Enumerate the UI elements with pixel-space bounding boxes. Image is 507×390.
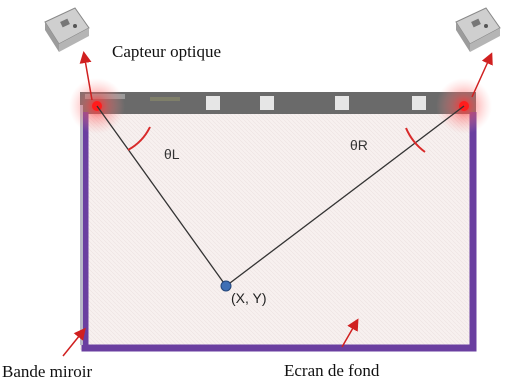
touch-point <box>220 280 232 292</box>
right-sight-line <box>225 105 465 287</box>
angle-arc-left <box>127 126 151 151</box>
sensor-arrow-left <box>79 51 93 101</box>
mirror-strip-frame <box>81 112 477 352</box>
left-sight-line <box>96 105 227 287</box>
mirror-strip-label: Bande miroir <box>2 362 93 381</box>
mirror-arrow <box>62 327 86 357</box>
touch-point-label: (X, Y) <box>231 290 267 306</box>
screen-arrow <box>341 318 359 348</box>
camera-sensor-icon <box>455 7 501 52</box>
sensor-arrow-right <box>471 52 493 98</box>
sensor-label: Capteur optique <box>112 42 222 61</box>
camera-sensor-icon <box>44 7 90 52</box>
background-screen-label: Ecran de fond <box>284 361 380 380</box>
angle-arc-right <box>405 127 426 153</box>
angle-left-label: θL <box>164 146 180 162</box>
angle-right-label: θR <box>350 137 368 153</box>
